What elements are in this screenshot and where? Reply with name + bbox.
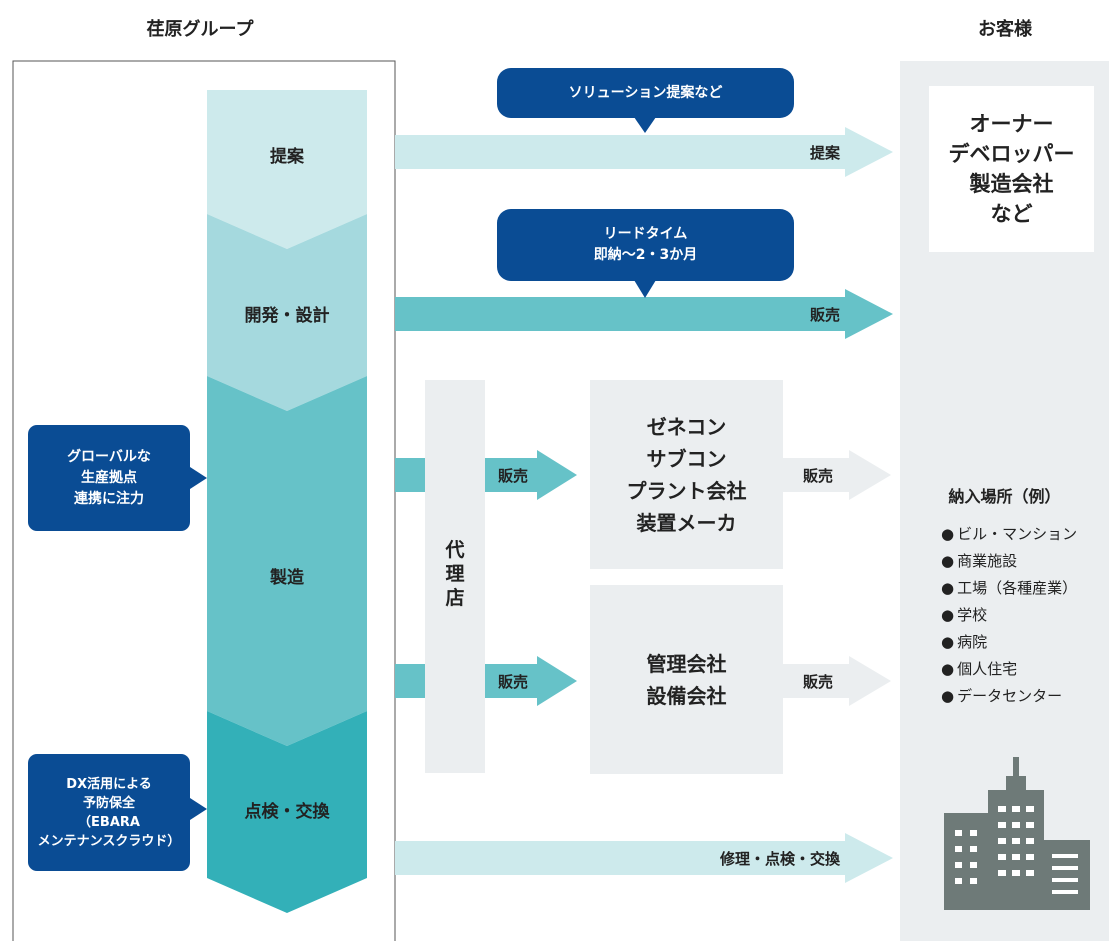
callout-global-line: 連携に注力 <box>74 490 144 507</box>
agent-label-char: 店 <box>445 587 465 609</box>
callout-global-line: 生産拠点 <box>81 469 137 486</box>
flow-label-proposal: 提案 <box>809 144 840 162</box>
customer-type-line: 製造会社 <box>969 172 1054 196</box>
customer-type-line: オーナー <box>969 112 1054 136</box>
delivery-title: 納入場所（例） <box>948 487 1061 506</box>
stage-chevron-manufacturing <box>207 376 367 746</box>
callout-leadtime-bg <box>497 209 794 281</box>
arrow-proposal <box>395 127 893 177</box>
callout-dx-line: （EBARA <box>78 814 140 830</box>
intermediary-box-2 <box>590 585 783 774</box>
flow-label-sale-direct: 販売 <box>809 306 840 324</box>
intermediary-line: プラント会社 <box>626 478 747 503</box>
group-header: 荏原グループ <box>146 19 254 40</box>
callout-global-bg <box>28 425 190 531</box>
customer-type-line: など <box>990 202 1033 226</box>
callout-solution-text: ソリューション提案など <box>497 68 794 118</box>
callout-solution-line: ソリューション提案など <box>568 84 723 101</box>
intermediary-line: 装置メーカ <box>636 510 737 535</box>
customer-box-text: オーナー デベロッパー 製造会社 など <box>929 86 1094 252</box>
callout-dx-bg <box>28 754 190 871</box>
stage-label-maintenance: 点検・交換 <box>244 801 330 822</box>
arrow-sale-direct <box>395 289 893 339</box>
arrow-sale-customer-1 <box>783 450 891 500</box>
agent-label-char: 理 <box>445 563 465 585</box>
agent-box <box>425 380 485 773</box>
callout-global-line: グローバルな <box>67 448 151 465</box>
stage-chevron-maintenance <box>207 711 367 913</box>
delivery-list-item: 病院 <box>941 629 1109 656</box>
arrow-stub-agent-2 <box>395 664 425 698</box>
stage-label-proposal: 提案 <box>270 146 304 167</box>
callout-dx-text: DX活用による 予防保全 （EBARA メンテナンスクラウド） <box>28 754 190 871</box>
callout-global-pointer <box>190 467 207 489</box>
stage-label-manufacturing: 製造 <box>270 567 304 588</box>
intermediary-line: サブコン <box>646 446 727 471</box>
arrow-sale-agent-1 <box>485 450 577 500</box>
intermediary-contractors-text: ゼネコン サブコン プラント会社 装置メーカ <box>590 380 783 569</box>
flow-label-maintenance: 修理・点検・交換 <box>719 850 840 868</box>
delivery-list-item: 個人住宅 <box>941 656 1109 683</box>
callout-global-text: グローバルな 生産拠点 連携に注力 <box>28 425 190 531</box>
callout-dx-line: DX活用による <box>66 776 152 792</box>
stage-chevron-proposal <box>207 90 367 249</box>
delivery-list-item: 学校 <box>941 602 1109 629</box>
callout-dx-line: 予防保全 <box>82 795 135 811</box>
agent-label-char: 代 <box>445 539 465 561</box>
delivery-list-item: ビル・マンション <box>941 521 1109 548</box>
agent-label: 代 理 店 <box>425 538 485 610</box>
building-windows <box>955 806 1078 894</box>
delivery-list-item: 商業施設 <box>941 548 1109 575</box>
callout-dx-pointer <box>190 798 207 820</box>
intermediary-line: ゼネコン <box>646 414 727 439</box>
stage-label-development: 開発・設計 <box>244 305 330 326</box>
flow-label-sale-customer-2: 販売 <box>802 673 833 691</box>
intermediary-line: 管理会社 <box>646 651 727 676</box>
intermediary-box-1 <box>590 380 783 569</box>
callout-leadtime-line: 即納〜2・3か月 <box>593 247 698 263</box>
group-frame <box>12 60 396 941</box>
flow-label-sale-agent-2: 販売 <box>497 673 528 691</box>
callout-leadtime-line: リードタイム <box>603 226 688 242</box>
customer-header: お客様 <box>978 19 1032 40</box>
callout-leadtime-text: リードタイム 即納〜2・3か月 <box>497 209 794 281</box>
delivery-list-item: 工場（各種産業） <box>941 575 1109 602</box>
callout-dx-line: メンテナンスクラウド） <box>37 833 181 849</box>
arrow-sale-customer-2 <box>783 656 891 706</box>
customer-box <box>929 86 1094 252</box>
arrow-sale-agent-2 <box>485 656 577 706</box>
customer-type-line: デベロッパー <box>948 142 1075 166</box>
callout-leadtime-pointer <box>634 280 656 298</box>
delivery-list-item: データセンター <box>941 683 1109 710</box>
callout-solution-bg <box>497 68 794 118</box>
arrow-maintenance <box>395 833 893 883</box>
callout-solution-pointer <box>634 117 656 133</box>
arrow-stub-agent-1 <box>395 458 425 492</box>
delivery-list: ビル・マンション 商業施設 工場（各種産業） 学校 病院 個人住宅 データセンタ… <box>941 521 1109 710</box>
building-icon <box>944 757 1090 910</box>
intermediary-management-text: 管理会社 設備会社 <box>590 585 783 774</box>
intermediary-line: 設備会社 <box>646 683 727 708</box>
flow-label-sale-agent-1: 販売 <box>497 467 528 485</box>
stage-chevron-development <box>207 214 367 411</box>
flow-label-sale-customer-1: 販売 <box>802 467 833 485</box>
